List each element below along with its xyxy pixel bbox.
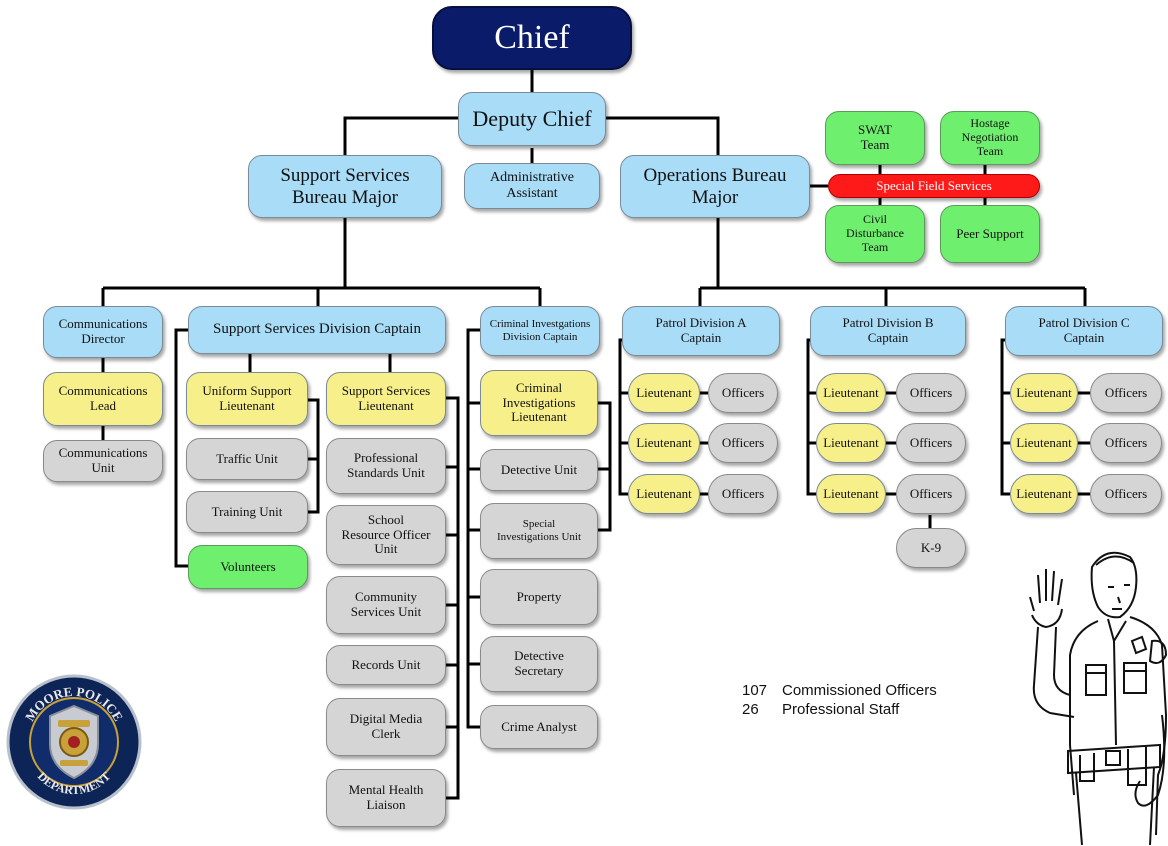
patrol-b-lieutenant-3: Lieutenant xyxy=(816,474,886,514)
civil-disturbance-box: Civil Disturbance Team xyxy=(825,205,925,263)
stat-commissioned: 107 Commissioned Officers xyxy=(742,681,937,700)
training-unit-box: Training Unit xyxy=(186,491,308,533)
digital-media-clerk-box: Digital Media Clerk xyxy=(326,698,446,756)
patrol-b-captain-box: Patrol Division B Captain xyxy=(810,306,966,356)
special-investigations-box: Special Investigations Unit xyxy=(480,503,598,559)
patrol-b-lieutenant-1: Lieutenant xyxy=(816,373,886,413)
stat-professional: 26 Professional Staff xyxy=(742,700,937,719)
support-bureau-box: Support Services Bureau Major xyxy=(248,155,442,218)
special-field-services-bar: Special Field Services xyxy=(828,174,1040,198)
peer-support-box: Peer Support xyxy=(940,205,1040,263)
patrol-a-lieutenant-1: Lieutenant xyxy=(628,373,700,413)
patrol-c-lieutenant-1: Lieutenant xyxy=(1010,373,1078,413)
communications-lead-box: Communications Lead xyxy=(43,372,163,426)
criminal-lieutenant-box: Criminal Investigations Lieutenant xyxy=(480,370,598,436)
stat-number: 107 xyxy=(742,682,768,699)
property-box: Property xyxy=(480,569,598,625)
uniform-support-lieutenant-box: Uniform Support Lieutenant xyxy=(186,372,308,426)
detective-unit-box: Detective Unit xyxy=(480,449,598,491)
detective-secretary-box: Detective Secretary xyxy=(480,636,598,692)
patrol-a-captain-box: Patrol Division A Captain xyxy=(622,306,780,356)
patrol-b-officers-1: Officers xyxy=(896,373,966,413)
stat-number: 26 xyxy=(742,701,759,718)
patrol-c-captain-box: Patrol Division C Captain xyxy=(1005,306,1163,356)
hostage-team-box: Hostage Negotiation Team xyxy=(940,111,1040,165)
patrol-c-officers-1: Officers xyxy=(1090,373,1162,413)
admin-assistant-box: Administrative Assistant xyxy=(464,163,600,209)
patrol-c-officers-3: Officers xyxy=(1090,474,1162,514)
patrol-b-lieutenant-2: Lieutenant xyxy=(816,423,886,463)
communications-unit-box: Communications Unit xyxy=(43,440,163,482)
police-badge-logo: MOORE POLICE DEPARTMENT xyxy=(6,674,142,810)
professional-standards-box: Professional Standards Unit xyxy=(326,438,446,494)
support-division-captain-box: Support Services Division Captain xyxy=(188,306,446,354)
mental-health-liaison-box: Mental Health Liaison xyxy=(326,769,446,827)
patrol-a-officers-2: Officers xyxy=(708,423,778,463)
patrol-a-lieutenant-3: Lieutenant xyxy=(628,474,700,514)
stat-label: Professional Staff xyxy=(782,701,900,718)
deputy-chief-box: Deputy Chief xyxy=(458,92,606,146)
crime-analyst-box: Crime Analyst xyxy=(480,705,598,749)
records-unit-box: Records Unit xyxy=(326,645,446,685)
swat-team-box: SWAT Team xyxy=(825,111,925,165)
stat-label: Commissioned Officers xyxy=(782,682,937,699)
patrol-a-officers-1: Officers xyxy=(708,373,778,413)
traffic-unit-box: Traffic Unit xyxy=(186,438,308,480)
patrol-c-lieutenant-2: Lieutenant xyxy=(1010,423,1078,463)
patrol-a-lieutenant-2: Lieutenant xyxy=(628,423,700,463)
criminal-captain-box: Criminal Investgations Division Captain xyxy=(480,306,600,356)
shield-icon xyxy=(49,704,99,780)
community-services-box: Community Services Unit xyxy=(326,576,446,634)
staff-stats: 107 Commissioned Officers 26 Professional … xyxy=(742,681,937,719)
communications-director-box: Communications Director xyxy=(43,306,163,358)
volunteers-box: Volunteers xyxy=(188,545,308,589)
chief-box: Chief xyxy=(432,6,632,70)
patrol-b-officers-3: Officers xyxy=(896,474,966,514)
k9-unit-box: K-9 xyxy=(896,528,966,568)
officer-illustration xyxy=(1029,551,1168,845)
patrol-c-lieutenant-3: Lieutenant xyxy=(1010,474,1078,514)
patrol-a-officers-3: Officers xyxy=(708,474,778,514)
patrol-b-officers-2: Officers xyxy=(896,423,966,463)
support-services-lieutenant-box: Support Services Lieutenant xyxy=(326,372,446,426)
school-resource-officer-box: School Resource Officer Unit xyxy=(326,505,446,565)
patrol-c-officers-2: Officers xyxy=(1090,423,1162,463)
operations-bureau-box: Operations Bureau Major xyxy=(620,155,810,218)
